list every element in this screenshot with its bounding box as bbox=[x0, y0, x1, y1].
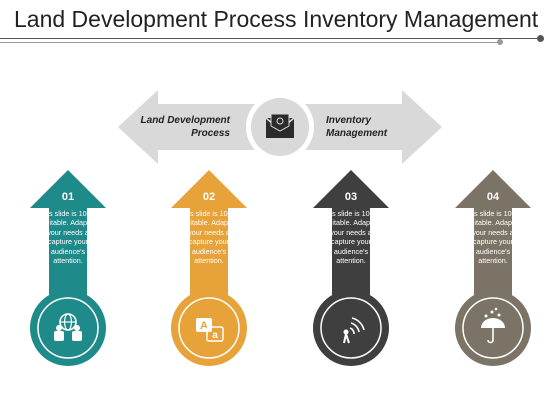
step-4-number: 04 bbox=[486, 191, 500, 203]
banner-right-label: Inventory Management bbox=[326, 115, 388, 139]
step-2-text: This slide is 100% editable. Adapt it to… bbox=[180, 209, 238, 266]
divider-dot bbox=[537, 35, 544, 42]
globe-people-icon bbox=[54, 313, 82, 341]
title-divider-secondary bbox=[0, 42, 500, 43]
title-divider bbox=[0, 38, 540, 39]
banner-left-label: Land Development Process bbox=[140, 115, 230, 139]
envelope-icon bbox=[265, 113, 295, 138]
step-3-text: This slide is 100% editable. Adapt it to… bbox=[322, 209, 380, 266]
step-1-number: 01 bbox=[61, 191, 75, 203]
translate-icon: A a bbox=[196, 318, 224, 342]
step-4-text: This slide is 100% editable. Adapt it to… bbox=[464, 209, 522, 266]
step-1-arrow bbox=[30, 170, 106, 366]
umbrella-rain-icon bbox=[481, 307, 505, 344]
step-1-text: This slide is 100% editable. Adapt it to… bbox=[39, 209, 97, 266]
step-2-number: 02 bbox=[202, 191, 216, 203]
wireless-signal-icon bbox=[343, 317, 365, 344]
svg-text:A: A bbox=[200, 320, 208, 332]
svg-text:a: a bbox=[212, 330, 218, 341]
divider-dot-secondary bbox=[497, 39, 503, 45]
step-3-number: 03 bbox=[344, 191, 358, 203]
page-title: Land Development Process Inventory Manag… bbox=[14, 6, 539, 32]
